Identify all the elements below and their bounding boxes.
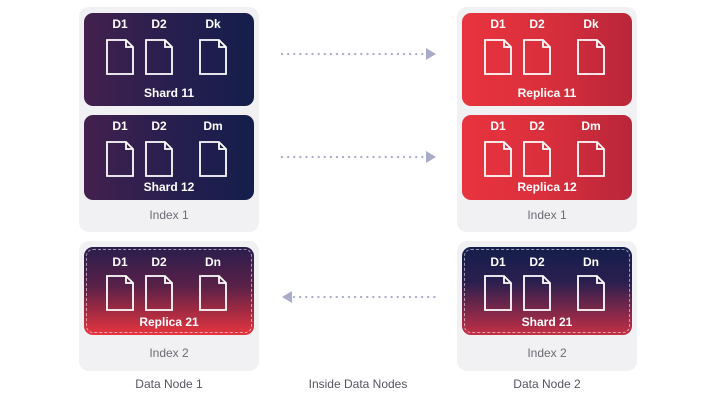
card-title: Replica 21 [139, 315, 199, 329]
card-title: Replica 11 [517, 86, 577, 100]
doc-label: D1 [112, 17, 128, 31]
document-icon [484, 275, 512, 311]
doc-label: D1 [112, 255, 128, 269]
document-icon [523, 39, 551, 75]
replica-21-card: D1 D2 Dn Replica 21 [84, 247, 254, 335]
doc-label: Dk [583, 17, 599, 31]
replica-12-card: D1 D2 Dm Replica 12 [462, 115, 632, 200]
data-node-2-index-1-panel: D1 D2 Dk Replica 11 D1 D2 Dm Replica 12 … [457, 7, 637, 232]
index-label: Index 1 [149, 208, 189, 222]
document-icon [577, 275, 605, 311]
doc-label: D1 [490, 255, 506, 269]
doc-label: Dm [581, 119, 601, 133]
doc-label: Dn [205, 255, 221, 269]
shard-21-card: D1 D2 Dn Shard 21 [462, 247, 632, 335]
document-icon [145, 39, 173, 75]
data-node-1-index-2-panel: D1 D2 Dn Replica 21 Index 2 [79, 241, 259, 371]
card-title: Shard 12 [143, 180, 195, 194]
document-icon [199, 39, 227, 75]
replica-11-card: D1 D2 Dk Replica 11 [462, 13, 632, 106]
card-title: Replica 12 [517, 180, 577, 194]
doc-label: D2 [151, 119, 167, 133]
arrow-left-icon [282, 291, 438, 303]
doc-label: D1 [490, 17, 506, 31]
doc-label: Dn [583, 255, 599, 269]
document-icon [484, 39, 512, 75]
data-node-2-index-2-panel: D1 D2 Dn Shard 21 Index 2 [457, 241, 637, 371]
doc-label: Dk [205, 17, 221, 31]
data-node-1-label: Data Node 1 [135, 377, 203, 391]
shard-11-card: D1 D2 Dk Shard 11 [84, 13, 254, 106]
index-label: Index 2 [527, 346, 567, 360]
card-title: Shard 11 [143, 86, 195, 100]
index-label: Index 2 [149, 346, 189, 360]
document-icon [199, 141, 227, 177]
doc-label: D2 [529, 17, 545, 31]
document-icon [523, 141, 551, 177]
doc-label: D2 [151, 17, 167, 31]
data-node-2-label: Data Node 2 [513, 377, 581, 391]
doc-label: D2 [151, 255, 167, 269]
document-icon [106, 141, 134, 177]
doc-label: Dm [203, 119, 223, 133]
shard-12-card: D1 D2 Dm Shard 12 [84, 115, 254, 200]
doc-label: D1 [490, 119, 506, 133]
inside-data-nodes-label: Inside Data Nodes [308, 377, 408, 391]
document-icon [145, 275, 173, 311]
arrow-right-icon [280, 151, 436, 163]
card-title: Shard 21 [521, 315, 573, 329]
data-node-1-index-1-panel: D1 D2 Dk Shard 11 D1 D2 Dm Shard 12 Inde… [79, 7, 259, 232]
document-icon [145, 141, 173, 177]
document-icon [577, 39, 605, 75]
doc-label: D2 [529, 255, 545, 269]
document-icon [106, 275, 134, 311]
doc-label: D1 [112, 119, 128, 133]
document-icon [484, 141, 512, 177]
document-icon [106, 39, 134, 75]
document-icon [523, 275, 551, 311]
arrow-right-icon [280, 48, 436, 60]
index-label: Index 1 [527, 208, 567, 222]
document-icon [577, 141, 605, 177]
document-icon [199, 275, 227, 311]
doc-label: D2 [529, 119, 545, 133]
